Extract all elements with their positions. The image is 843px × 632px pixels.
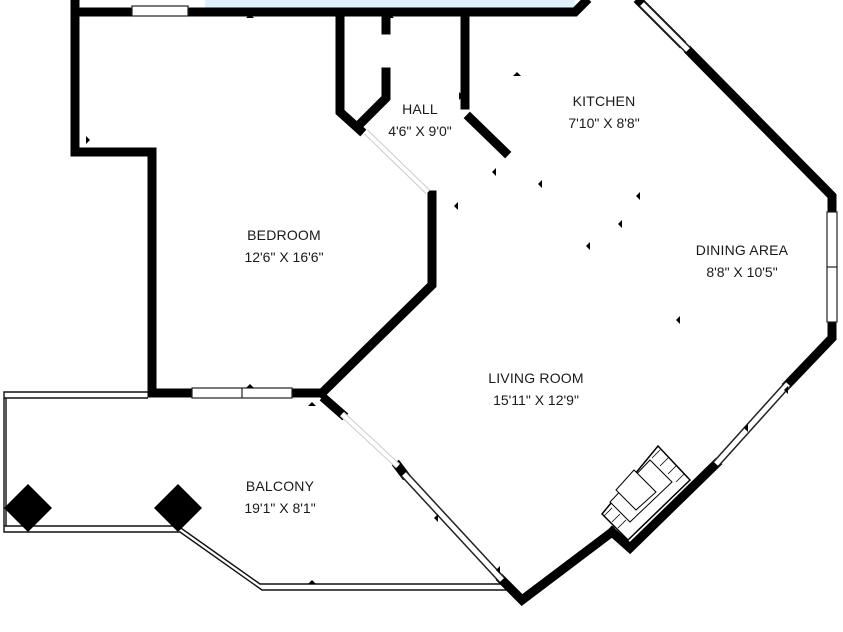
window-top-left [131, 5, 189, 17]
wall-south-bottom [495, 525, 619, 606]
room-dimensions: 12'6" X 16'6" [244, 249, 323, 265]
room-dimensions: 7'10" X 8'8" [568, 115, 639, 131]
room-dimensions: 19'1" X 8'1" [244, 500, 315, 516]
camera-markers [86, 14, 788, 584]
room-name: BALCONY [246, 478, 315, 494]
wall-living-west-mid [391, 459, 411, 481]
room-kitchen: KITCHEN 7'10" X 8'8" [568, 93, 639, 131]
wall-southeast [781, 317, 837, 391]
top-window-glass [205, 0, 575, 10]
wall-hall-closet-inner2 [353, 67, 391, 131]
room-dimensions: 4'6" X 9'0" [388, 123, 452, 139]
room-dimensions: 8'8" X 10'5" [706, 264, 777, 280]
room-balcony: BALCONY 19'1" X 8'1" [244, 478, 315, 516]
balcony-outline [3, 391, 512, 591]
wall-northeast [683, 45, 837, 217]
room-hall: HALL 4'6" X 9'0" [388, 101, 452, 139]
wall-top [70, 0, 592, 17]
windows [131, 1, 838, 583]
room-dimensions: 15'11" X 12'9" [493, 392, 579, 408]
wall-bedroom-west [70, 7, 197, 398]
fireplace [600, 444, 692, 542]
balcony-planter-left [4, 484, 52, 532]
room-name: HALL [402, 101, 438, 117]
wall-south-east-lower [605, 457, 723, 555]
room-name: KITCHEN [573, 93, 636, 109]
wall-hall-closet [335, 7, 367, 137]
room-living-room: LIVING ROOM 15'11" X 12'9" [488, 370, 584, 408]
room-bedroom: BEDROOM 12'6" X 16'6" [244, 227, 323, 265]
room-name: BEDROOM [247, 227, 321, 243]
room-name: LIVING ROOM [488, 370, 584, 386]
wall-kitchen-stub [463, 111, 512, 159]
room-dining-area: DINING AREA 8'8" X 10'5" [696, 242, 789, 280]
room-name: DINING AREA [696, 242, 789, 258]
balcony-planter-right [154, 484, 202, 532]
wall-bedroom-east [315, 190, 437, 400]
wall-living-west-stub [319, 393, 349, 421]
